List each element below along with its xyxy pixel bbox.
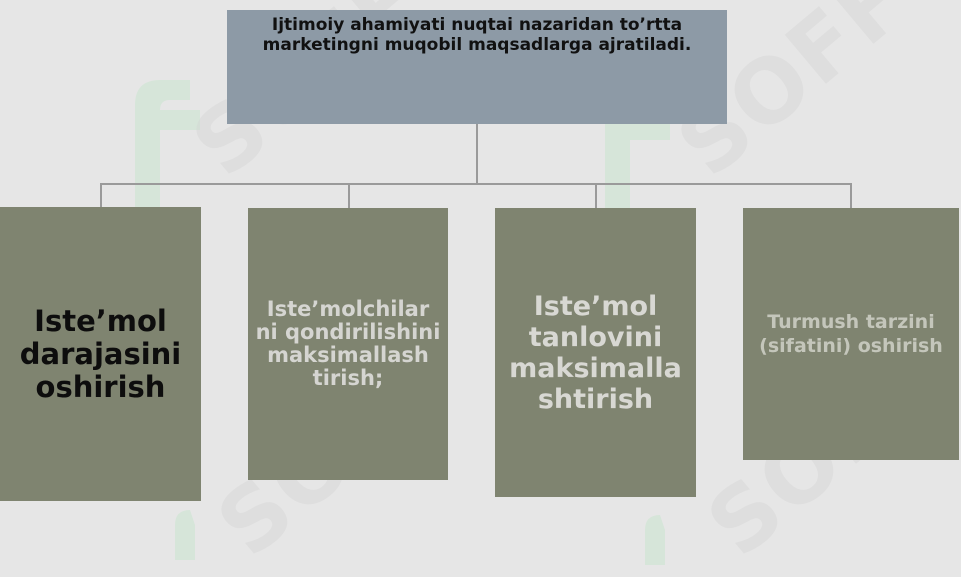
diagram-item-4: Turmush tarzini (sifatini) oshirish — [743, 208, 959, 460]
diagram-item-1: Iste’mol darajasini oshirish — [0, 207, 201, 501]
diagram-item-label: Turmush tarzini (sifatini) oshirish — [759, 311, 943, 357]
connector-vertical-main — [476, 124, 478, 184]
diagram-item-label: Iste’mol darajasini oshirish — [19, 303, 182, 404]
diagram-item-label: Iste’molchilar ni qondirilishini maksima… — [255, 297, 441, 390]
connector-drop-3 — [595, 183, 597, 208]
diagram-item-label: Iste’mol tanlovini maksimalla shtirish — [509, 290, 682, 415]
connector-horizontal — [100, 183, 851, 185]
connector-drop-1 — [100, 183, 102, 208]
diagram-item-3: Iste’mol tanlovini maksimalla shtirish — [495, 208, 696, 497]
diagram-title-box: Ijtimoiy ahamiyati nuqtai nazaridan to’r… — [227, 10, 727, 124]
connector-drop-2 — [348, 183, 350, 208]
watermark-logo — [120, 70, 230, 224]
diagram-title: Ijtimoiy ahamiyati nuqtai nazaridan to’r… — [262, 15, 692, 55]
connector-drop-4 — [850, 183, 852, 208]
diagram-item-2: Iste’molchilar ni qondirilishini maksima… — [248, 208, 448, 480]
